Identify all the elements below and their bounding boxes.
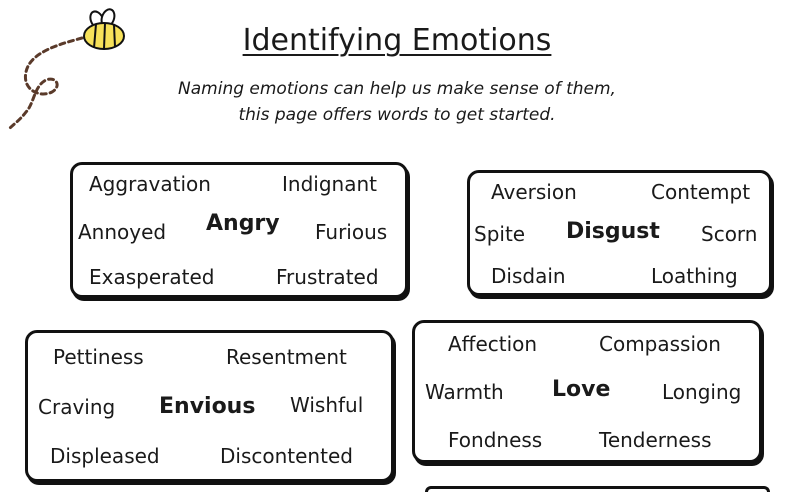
emotion-box-envious	[25, 330, 394, 482]
emotion-word: Indignant	[282, 172, 377, 196]
page-title: Identifying Emotions	[242, 23, 552, 58]
emotion-word: Discontented	[220, 444, 353, 468]
emotion-box-disgust	[467, 170, 772, 296]
page-subtitle: Naming emotions can help us make sense o…	[0, 76, 794, 128]
emotion-word: Fondness	[448, 428, 543, 452]
emotion-core-word: Angry	[206, 211, 280, 236]
emotion-word: Warmth	[425, 380, 504, 404]
emotion-core-word: Love	[552, 377, 611, 402]
emotion-word: Aggravation	[89, 172, 211, 196]
emotion-word: Spite	[474, 222, 526, 246]
emotion-word: Affection	[448, 332, 538, 356]
emotion-word: Wishful	[290, 393, 364, 417]
emotion-word: Resentment	[226, 345, 347, 369]
emotion-word: Pettiness	[53, 345, 144, 369]
emotion-word: Displeased	[50, 444, 160, 468]
emotion-word: Furious	[315, 220, 388, 244]
emotion-word: Exasperated	[89, 265, 215, 289]
emotion-word: Craving	[38, 395, 116, 419]
emotion-box-love	[412, 320, 762, 463]
emotion-word: Contempt	[651, 180, 751, 204]
subtitle-line-1: Naming emotions can help us make sense o…	[178, 79, 616, 99]
emotion-word: Disdain	[491, 264, 566, 288]
emotion-word: Annoyed	[78, 220, 167, 244]
emotion-box-partial	[425, 486, 770, 492]
emotion-core-word: Disgust	[566, 219, 660, 244]
emotion-core-word: Envious	[159, 394, 256, 419]
emotion-word: Scorn	[701, 222, 758, 246]
emotion-word: Frustrated	[276, 265, 379, 289]
emotion-box-angry	[70, 162, 408, 298]
emotion-word: Tenderness	[599, 428, 712, 452]
subtitle-line-2: this page offers words to get started.	[238, 105, 556, 125]
emotion-word: Aversion	[491, 180, 577, 204]
emotion-word: Loathing	[651, 264, 738, 288]
emotion-word: Compassion	[599, 332, 721, 356]
emotion-word: Longing	[662, 380, 742, 404]
bee-icon	[8, 8, 125, 130]
